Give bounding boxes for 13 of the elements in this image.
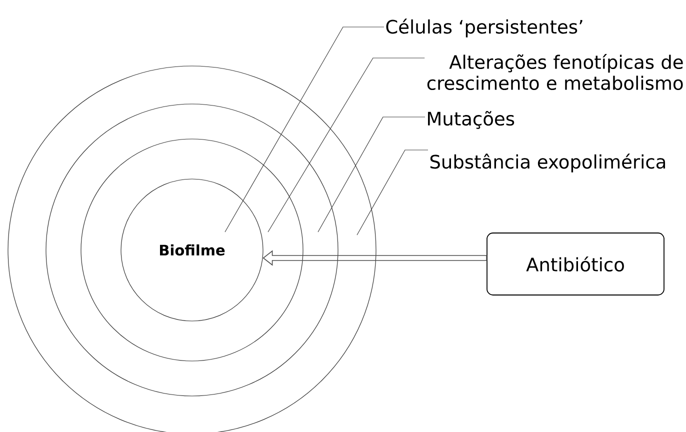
ring (8, 66, 376, 432)
leader-line (224, 26, 384, 232)
process-box: Antibiótico (486, 232, 664, 296)
label-text: Mutações (428, 111, 514, 129)
label-text: Alterações fenotípicas de crescimento e metabolismo (427, 54, 683, 90)
label-text: Células ‘persistentes’ (386, 18, 582, 38)
ring (46, 104, 338, 396)
ring (80, 138, 304, 362)
leader-line (318, 116, 426, 232)
label-text: Substância exopolimérica (430, 154, 666, 172)
leader-line (356, 150, 428, 236)
arrow (262, 250, 487, 266)
leader-line (268, 58, 425, 232)
